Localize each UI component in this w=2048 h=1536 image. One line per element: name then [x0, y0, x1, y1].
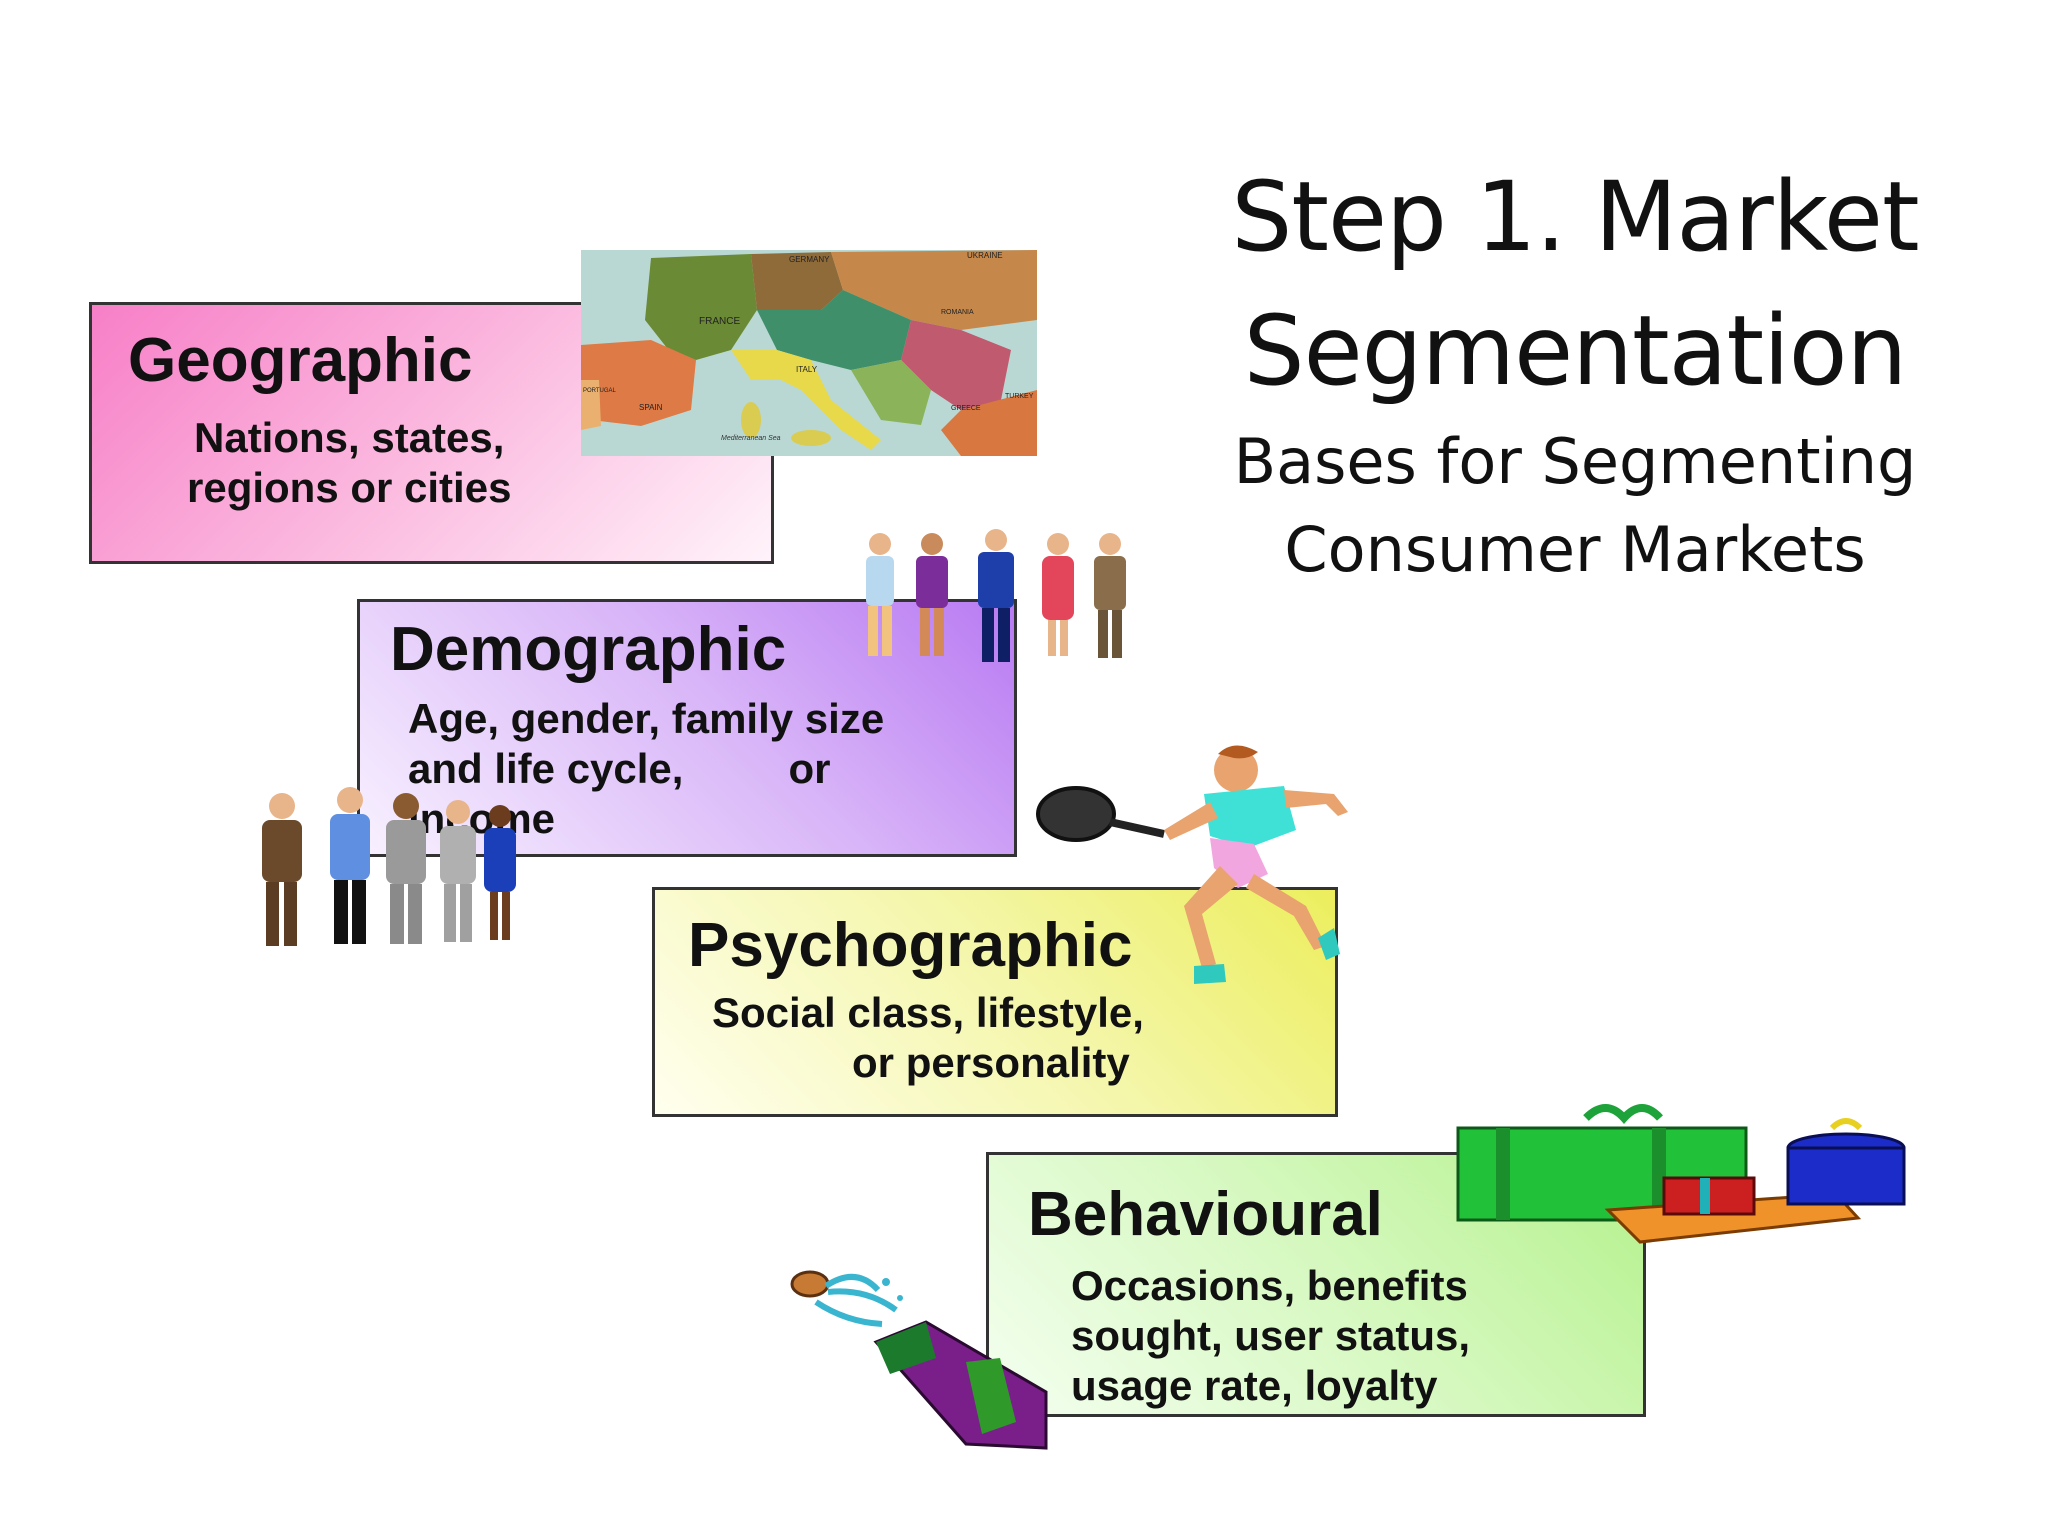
business-group-icon — [246, 786, 526, 952]
map-label-portugal: PORTUGAL — [583, 388, 617, 394]
psychographic-heading: Psychographic — [688, 911, 1133, 980]
business-people-icon — [852, 528, 1144, 668]
title-block: Step 1. Market Segmentation Bases for Se… — [1190, 150, 1960, 594]
champagne-bottle-icon — [786, 1262, 1056, 1452]
slide-subtitle-line-2: Consumer Markets — [1284, 513, 1866, 586]
map-label-france: FRANCE — [699, 316, 740, 327]
psychographic-description: Social class, lifestyle, or personality — [712, 989, 1144, 1086]
map-label-romania: ROMANIA — [941, 309, 974, 316]
slide-subtitle-line-1: Bases for Segmenting — [1233, 425, 1917, 498]
behavioural-heading: Behavioural — [1028, 1180, 1383, 1249]
slide-title-line-2: Segmentation — [1243, 295, 1908, 407]
map-label-ukraine: UKRAINE — [967, 251, 1003, 260]
behavioural-description: Occasions, benefits sought, user status,… — [1071, 1262, 1471, 1409]
demographic-description: Age, gender, family size and life cycle,… — [408, 695, 885, 842]
geographic-description: Nations, states, regions or cities — [187, 414, 512, 511]
map-label-spain: SPAIN — [639, 403, 663, 412]
slide-title-line-1: Step 1. Market — [1231, 161, 1919, 273]
tennis-player-icon — [1034, 738, 1414, 1008]
map-label-turkey: TURKEY — [1005, 393, 1034, 400]
demographic-heading: Demographic — [390, 615, 787, 684]
psychographic-box: Psychographic Social class, lifestyle, o… — [652, 887, 1338, 1117]
gift-boxes-icon — [1456, 1098, 1906, 1248]
map-label-germany: GERMANY — [789, 255, 830, 264]
map-label-greece: GREECE — [951, 405, 981, 412]
europe-map-icon: FRANCE GERMANY UKRAINE ITALY SPAIN PORTU… — [581, 250, 1037, 456]
geographic-heading: Geographic — [128, 326, 473, 395]
map-label-sea: Mediterranean Sea — [721, 435, 781, 442]
map-label-italy: ITALY — [796, 365, 818, 374]
